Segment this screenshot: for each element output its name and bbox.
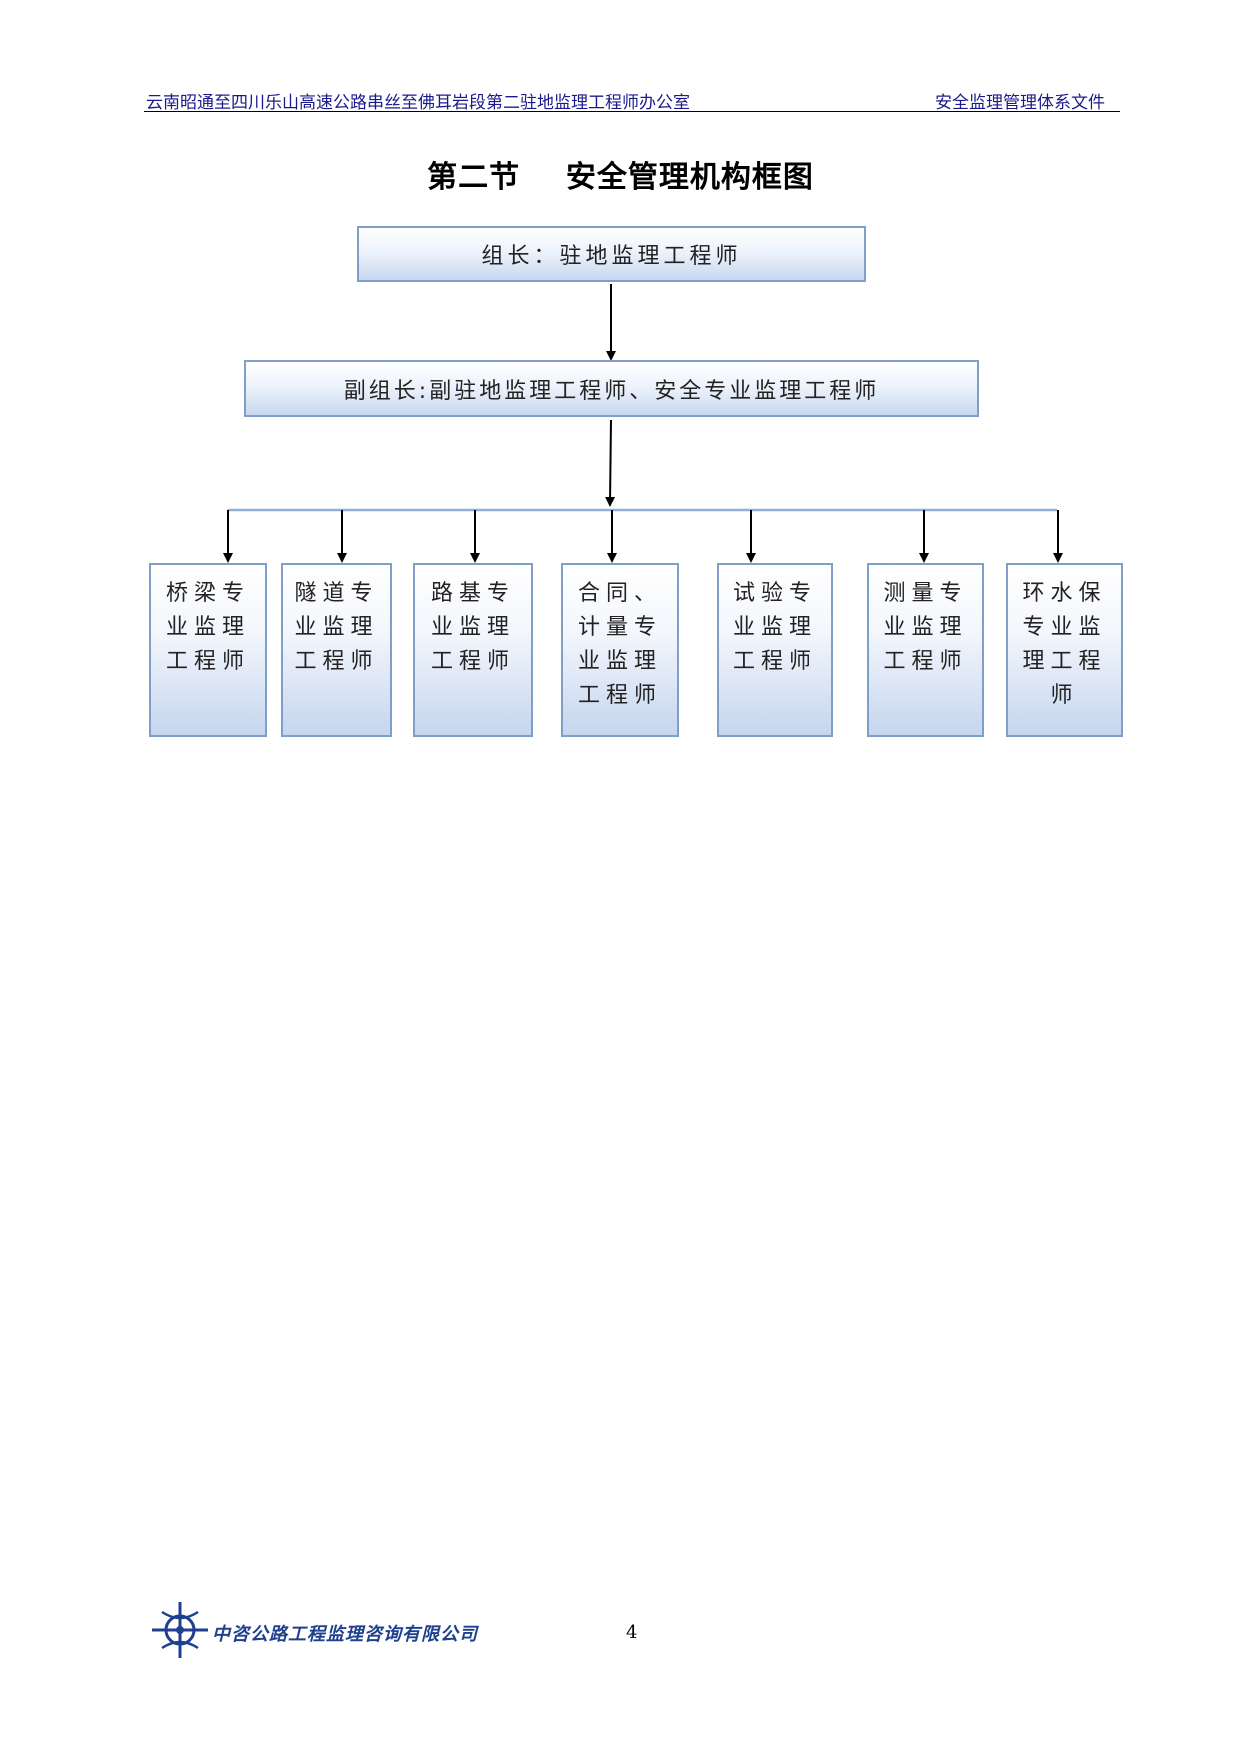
footer-company-name: 中咨公路工程监理咨询有限公司: [212, 1624, 478, 1645]
arrow-deputy-to-bus: [605, 419, 616, 507]
company-logo-icon: [152, 1602, 208, 1658]
header-right-text: 安全监理管理体系文件: [935, 93, 1105, 113]
leader-box: 组长：驻地监理工程师: [357, 226, 866, 282]
member-box-contract: 合同、 计量专 业监理 工程师: [561, 563, 679, 737]
member-box-environment: 环水保 专业监 理工程 师: [1006, 563, 1123, 737]
member-box-bridge: 桥梁专 业监理 工程师: [149, 563, 267, 737]
deputy-box: 副组长:副驻地监理工程师、安全专业监理工程师: [244, 360, 979, 417]
page-number: 4: [626, 1622, 638, 1643]
header-rule: [144, 111, 1120, 112]
member-box-tunnel: 隧道专 业监理 工程师: [281, 563, 392, 737]
header-left-text: 云南昭通至四川乐山高速公路串丝至佛耳岩段第二驻地监理工程师办公室: [146, 93, 690, 113]
member-box-subgrade: 路基专 业监理 工程师: [413, 563, 533, 737]
page-title: 第二节 安全管理机构框图: [427, 160, 814, 195]
member-box-testing: 试验专 业监理 工程师: [717, 563, 833, 737]
member-box-survey: 测量专 业监理 工程师: [867, 563, 984, 737]
